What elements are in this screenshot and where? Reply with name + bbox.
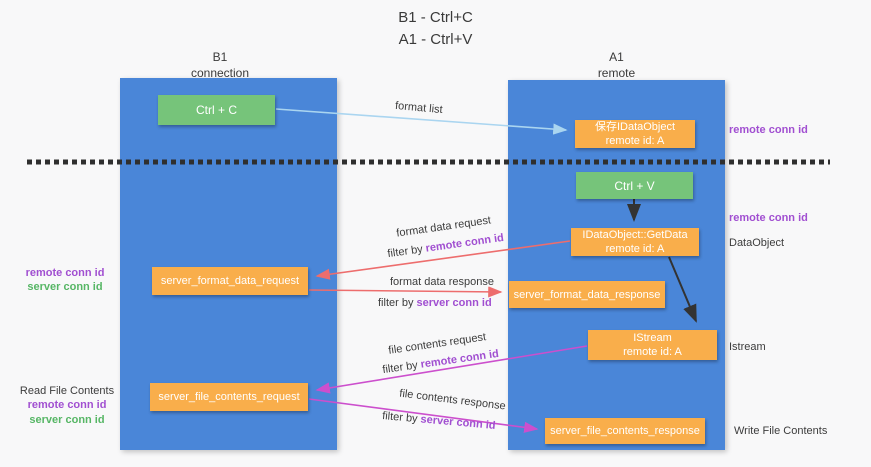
ctrl-v-box: Ctrl + V: [576, 172, 693, 199]
remote-conn-id-label: remote conn id: [25, 267, 105, 279]
remote-conn-id-label: remote conn id: [27, 399, 107, 412]
left-column-header: B1 connection: [120, 50, 320, 81]
save-idataobject-box: 保存IDataObject remote id: A: [575, 120, 695, 148]
server-file-contents-request-label: server_file_contents_request: [158, 391, 300, 403]
format-data-request-arrow: [315, 240, 571, 280]
server-format-data-response-label: server_format_data_response: [513, 288, 661, 301]
title-line-1: B1 - Ctrl+C: [398, 9, 473, 26]
save-idataobject-line2: remote id: A: [605, 135, 665, 147]
title-line-2: A1 - Ctrl+V: [398, 30, 473, 48]
server-file-contents-response-box: server_file_contents_response: [545, 418, 705, 444]
write-file-contents-label: Write File Contents: [734, 425, 828, 437]
left-format-conn-ids: remote conn id server conn id: [18, 266, 112, 295]
server-conn-id-label: server conn id: [27, 281, 103, 294]
istream-line2: remote id: A: [623, 346, 682, 358]
save-idataobject-line1: 保存IDataObject: [594, 120, 676, 133]
diagram-title: B1 - Ctrl+C A1 - Ctrl+V: [0, 7, 871, 51]
server-file-contents-response-label: server_file_contents_response: [550, 425, 700, 437]
ctrl-c-label: Ctrl + C: [195, 103, 237, 117]
ctrl-v-label: Ctrl + V: [614, 178, 655, 193]
server-format-data-request-box: server_format_data_request: [152, 267, 308, 295]
getdata-line2: remote id: A: [605, 243, 665, 255]
istream-box: IStream remote id: A: [588, 330, 717, 360]
right-column-name: A1: [609, 50, 624, 64]
server-conn-id-keyword: server conn id: [416, 297, 492, 309]
filter-by-text: filter by: [378, 297, 414, 309]
istream-side-label: Istream: [729, 341, 766, 353]
ctrl-c-box: Ctrl + C: [158, 95, 275, 125]
right-top-remote-conn-id-label: remote conn id: [729, 124, 808, 136]
getdata-line1: IDataObject::GetData: [582, 228, 688, 241]
left-column-role: connection: [190, 65, 250, 80]
file-contents-request-arrow: [315, 345, 588, 394]
right-dataobject-remote-conn-id-label: remote conn id: [729, 212, 808, 224]
left-column-name: B1: [212, 50, 228, 64]
server-format-data-response-box: server_format_data_response: [509, 281, 665, 308]
right-column-header: A1 remote: [508, 50, 725, 81]
istream-line1: IStream: [633, 331, 672, 344]
read-file-contents-label: Read File Contents: [19, 385, 115, 397]
format-list-arrow: [275, 108, 568, 135]
left-file-annotations: Read File Contents remote conn id server…: [14, 384, 120, 427]
format-data-response-arrow: [308, 286, 503, 298]
format-data-response-label: format data response: [390, 276, 494, 288]
getdata-to-istream-arrow: [668, 256, 697, 323]
server-conn-id-label: server conn id: [29, 413, 105, 426]
server-file-contents-request-box: server_file_contents_request: [150, 383, 308, 411]
file-contents-response-arrow: [308, 398, 539, 433]
getdata-box: IDataObject::GetData remote id: A: [571, 228, 699, 256]
right-column-role: remote: [597, 65, 636, 80]
server-format-data-request-label: server_format_data_request: [160, 275, 300, 287]
dataobject-label: DataObject: [729, 237, 785, 249]
